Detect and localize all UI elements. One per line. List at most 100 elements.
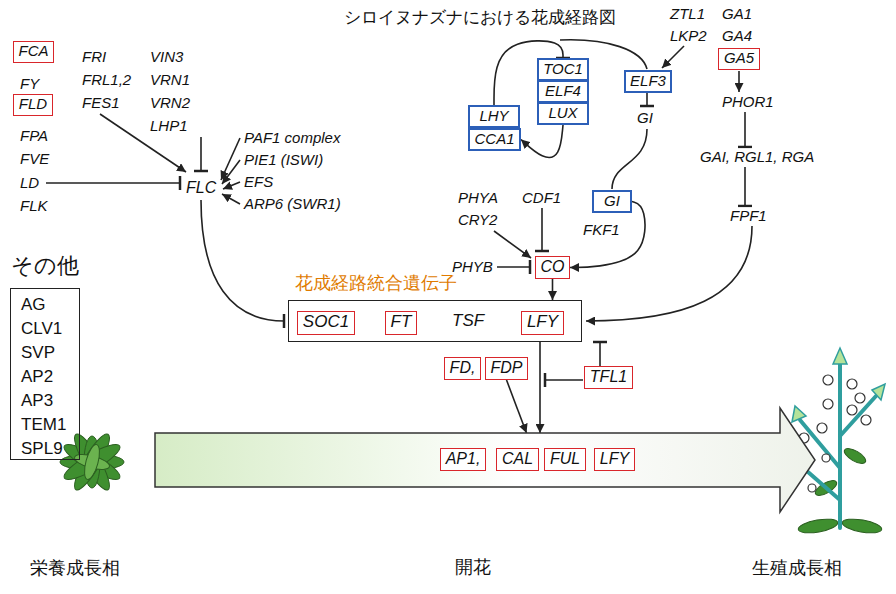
gene-name: TFL1	[589, 368, 628, 386]
clock-gene-box: CCA1	[468, 128, 521, 151]
gene-box: FT	[385, 311, 417, 335]
activate-arrow	[662, 46, 684, 68]
gene-label: FVE	[20, 150, 49, 167]
gene-label: LD	[20, 174, 39, 191]
diagram-title: シロイヌナズナにおける花成経路図	[344, 8, 616, 28]
inhibit-line	[545, 379, 583, 381]
gene-box: SOC1	[297, 311, 355, 335]
stage-label: 生殖成長相	[752, 558, 842, 579]
gene-item: SPL9	[21, 439, 63, 459]
gene-box: TFL1	[584, 366, 633, 389]
gene-item: SVP	[21, 343, 55, 363]
gene-name: GA5	[723, 50, 755, 67]
gene-label: TSF	[452, 311, 484, 331]
gene-label: GA1	[722, 5, 752, 22]
gene-label: FLC	[186, 179, 216, 197]
gene-name: FUL	[549, 450, 581, 468]
inhibit-line	[497, 266, 530, 268]
gene-label: PHYA	[458, 189, 498, 206]
gene-label: FPF1	[730, 207, 767, 224]
clock-loop	[612, 129, 647, 189]
gene-label: LKP2	[670, 27, 707, 44]
activate-arrow	[223, 182, 240, 189]
gene-label: CRY2	[458, 211, 497, 228]
gene-name: CCA1	[474, 131, 515, 148]
integrator-heading: 花成経路統合遺伝子	[295, 273, 457, 294]
gene-name: FLD	[18, 96, 48, 113]
pathway-lines	[46, 40, 752, 380]
gene-name: GI	[598, 193, 626, 210]
gene-label: FKF1	[583, 221, 620, 238]
inhibit-line	[744, 112, 746, 147]
gene-label: FLK	[20, 197, 48, 214]
gene-box: CO	[535, 256, 570, 279]
inhibit-line	[200, 137, 202, 171]
gene-box: GA5	[718, 48, 760, 70]
rosette-plant	[60, 430, 124, 493]
gene-label: FES1	[82, 94, 120, 111]
gene-item: TEM1	[21, 415, 66, 435]
activate-arrow	[222, 194, 240, 204]
gene-label: VRN2	[150, 94, 190, 111]
activate-connector	[539, 342, 541, 433]
gene-name: FD,	[449, 359, 476, 377]
section-heading: その他	[11, 253, 79, 278]
gene-label: PHYB	[452, 258, 493, 275]
flowering-plant	[792, 348, 885, 535]
gene-label: PAF1 complex	[244, 129, 340, 146]
inhibit-connector	[599, 342, 601, 366]
activate-arrow	[738, 71, 740, 92]
inhibit-line	[201, 200, 284, 321]
gene-label: GAI, RGL1, RGA	[700, 148, 814, 165]
gene-box: CAL	[496, 448, 539, 471]
gene-name: LHY	[474, 108, 514, 125]
gene-name: TOC1	[543, 61, 583, 78]
stage-label: 開花	[455, 557, 491, 578]
clock-gene-box: LHY	[468, 105, 520, 128]
clock-gene-box: LUX	[537, 102, 589, 125]
gene-box: LFY	[521, 311, 564, 335]
gene-name: CAL	[501, 450, 534, 468]
gene-label: GI	[637, 109, 653, 126]
gene-box: FCA	[13, 41, 54, 63]
inhibit-line	[744, 167, 746, 206]
activate-connector	[552, 279, 554, 300]
gene-label: VIN3	[150, 48, 183, 65]
gene-label: GA4	[722, 27, 752, 44]
gene-label: EFS	[244, 173, 273, 190]
clock-gene-box: ELF3	[624, 70, 672, 93]
activate-arrow	[222, 160, 240, 184]
gene-label: ARP6 (SWR1)	[244, 195, 341, 212]
other-genes-box: その他AGCLV1SVPAP2AP3TEM1SPL9	[10, 288, 80, 460]
activate-connector	[521, 125, 563, 157]
gene-box: LFY	[594, 448, 635, 471]
clock-gene-box: TOC1	[537, 58, 589, 81]
gene-item: AP3	[21, 391, 53, 411]
gene-box: FLD	[13, 94, 53, 116]
gene-box: AP1,	[440, 448, 486, 471]
gene-label: LHP1	[150, 117, 188, 134]
gene-label: ZTL1	[670, 5, 705, 22]
gene-box: FD,	[444, 357, 481, 380]
activate-connector	[507, 380, 527, 433]
gene-name: SOC1	[302, 313, 350, 332]
gene-name: FT	[390, 313, 412, 332]
gene-name: FCA	[18, 43, 49, 60]
phase-arrow: 開花AP1,CALFULLFY	[155, 433, 780, 487]
gene-label: FRI	[82, 48, 106, 65]
clock-gene-box: ELF4	[537, 80, 589, 103]
gene-name: LFY	[599, 450, 630, 468]
gene-name: CO	[540, 258, 565, 276]
gene-item: AG	[21, 295, 46, 315]
integrator-box: 花成経路統合遺伝子SOC1FTLFY	[288, 300, 582, 342]
activate-arrow	[586, 226, 752, 321]
gene-label: FY	[20, 75, 39, 92]
arrow-outline	[155, 408, 815, 512]
gene-label: FPA	[20, 127, 48, 144]
stage-label: 栄養成長相	[30, 558, 120, 579]
gene-item: AP2	[21, 367, 53, 387]
clock-gene-box: GI	[592, 190, 632, 213]
gene-name: LFY	[526, 313, 559, 332]
gene-label: PIE1 (ISWI)	[244, 151, 323, 168]
